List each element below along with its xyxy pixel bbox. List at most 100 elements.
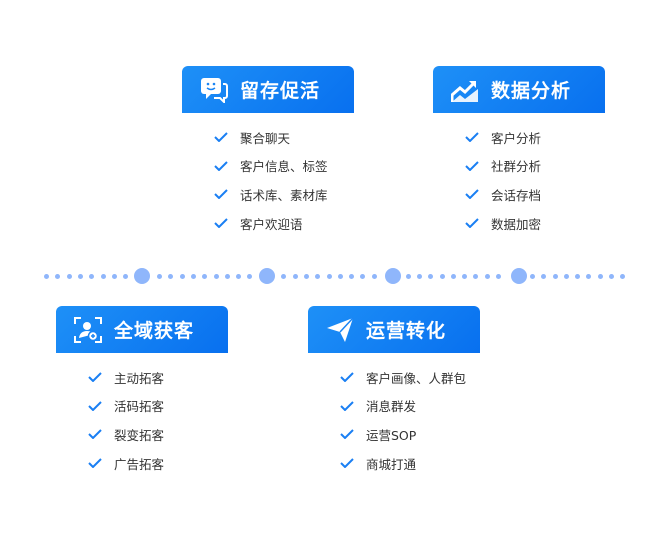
list-item: 聚合聊天 — [214, 123, 354, 152]
check-icon — [340, 429, 354, 440]
timeline-dot — [77, 273, 83, 279]
card-title: 运营转化 — [366, 320, 447, 342]
timeline-dot — [371, 273, 377, 279]
list-item: 话术库、素材库 — [214, 180, 354, 209]
item-label: 裂变拓客 — [114, 427, 165, 443]
item-label: 客户信息、标签 — [240, 159, 328, 175]
check-icon — [465, 132, 479, 143]
list-item: 客户画像、人群包 — [340, 363, 480, 392]
list-item: 主动拓客 — [88, 363, 228, 392]
card-retention: 留存促活 聚合聊天 客户信息、标签 话术库、素材库 客户欢迎语 — [182, 66, 354, 237]
check-icon — [465, 189, 479, 200]
timeline-dot — [416, 273, 422, 279]
item-label: 社群分析 — [491, 159, 542, 175]
timeline-dot — [247, 273, 253, 279]
timeline-dot — [224, 273, 230, 279]
timeline-dot — [405, 273, 411, 279]
scan-user-add-icon — [74, 316, 102, 343]
check-icon — [88, 372, 102, 383]
timeline-dot — [563, 273, 569, 279]
timeline-dot — [303, 273, 309, 279]
item-label: 运营SOP — [366, 427, 417, 443]
card-title: 数据分析 — [491, 80, 572, 102]
item-label: 广告拓客 — [114, 456, 165, 472]
paper-plane-icon — [327, 316, 354, 342]
card-header: 全域获客 — [56, 306, 228, 353]
timeline-dot — [190, 273, 196, 279]
timeline-dot — [360, 273, 366, 279]
check-icon — [88, 401, 102, 411]
list-item: 会话存档 — [465, 180, 605, 209]
item-label: 会话存档 — [491, 187, 542, 203]
timeline-dot — [123, 273, 129, 279]
timeline-dot — [496, 273, 501, 279]
timeline-dot — [111, 273, 117, 279]
timeline-dot — [541, 273, 547, 279]
card-conversion: 运营转化 客户画像、人群包 消息群发 运营SOP 商城打通 — [308, 306, 480, 477]
timeline-dot — [202, 273, 208, 279]
timeline-node — [385, 268, 401, 284]
item-label: 活码拓客 — [114, 399, 165, 415]
feature-list: 主动拓客 活码拓客 裂变拓客 广告拓客 — [56, 363, 228, 477]
list-item: 活码拓客 — [88, 392, 228, 421]
item-label: 消息群发 — [366, 399, 417, 415]
timeline-dot — [315, 273, 321, 279]
feature-list: 客户画像、人群包 消息群发 运营SOP 商城打通 — [308, 363, 480, 477]
item-label: 话术库、素材库 — [240, 187, 328, 203]
timeline-dot — [439, 273, 445, 279]
timeline-dot — [326, 273, 332, 279]
timeline-dot — [55, 273, 61, 279]
timeline-dot — [597, 273, 603, 279]
timeline-dot — [575, 273, 581, 279]
check-icon — [465, 218, 479, 229]
check-icon — [340, 458, 354, 469]
timeline-dot — [337, 273, 343, 279]
item-label: 数据加密 — [491, 216, 542, 232]
list-item: 数据加密 — [465, 209, 605, 238]
check-icon — [340, 401, 354, 411]
timeline-dot — [552, 273, 558, 279]
timeline-dot — [281, 273, 287, 279]
timeline-dot — [428, 273, 434, 279]
item-label: 聚合聊天 — [240, 130, 291, 146]
check-icon — [465, 161, 479, 171]
card-header: 运营转化 — [308, 306, 480, 353]
feature-list: 客户分析 社群分析 会话存档 数据加密 — [433, 123, 605, 237]
timeline-divider — [44, 268, 632, 284]
card-analytics: 数据分析 客户分析 社群分析 会话存档 数据加密 — [433, 66, 605, 237]
timeline-dot — [236, 273, 242, 279]
check-icon — [88, 429, 102, 440]
timeline-dot — [157, 273, 162, 279]
timeline-dot — [89, 273, 95, 279]
item-label: 客户分析 — [491, 130, 542, 146]
check-icon — [214, 161, 228, 171]
timeline-dot — [529, 273, 535, 279]
timeline-dot — [620, 273, 626, 279]
timeline-dot — [168, 273, 174, 279]
list-item: 商城打通 — [340, 449, 480, 478]
card-title: 留存促活 — [240, 80, 321, 102]
card-header: 数据分析 — [433, 66, 605, 113]
timeline-node — [259, 268, 275, 284]
timeline-dot — [100, 273, 106, 279]
timeline-node — [511, 268, 527, 284]
list-item: 广告拓客 — [88, 449, 228, 478]
card-title: 全域获客 — [114, 320, 195, 342]
timeline-dot — [213, 273, 219, 279]
timeline-dot — [609, 273, 614, 279]
item-label: 商城打通 — [366, 456, 417, 472]
timeline-dot — [586, 273, 592, 279]
timeline-dot — [473, 273, 479, 279]
list-item: 运营SOP — [340, 420, 480, 449]
item-label: 客户欢迎语 — [240, 216, 303, 232]
timeline-dot — [292, 273, 298, 279]
check-icon — [214, 218, 228, 229]
timeline-dot — [44, 273, 49, 279]
timeline-dot — [179, 273, 185, 279]
timeline-dot — [462, 273, 468, 279]
item-label: 主动拓客 — [114, 370, 165, 386]
timeline-dot — [349, 273, 355, 279]
timeline-dot — [484, 273, 490, 279]
check-icon — [88, 458, 102, 469]
list-item: 客户欢迎语 — [214, 209, 354, 238]
